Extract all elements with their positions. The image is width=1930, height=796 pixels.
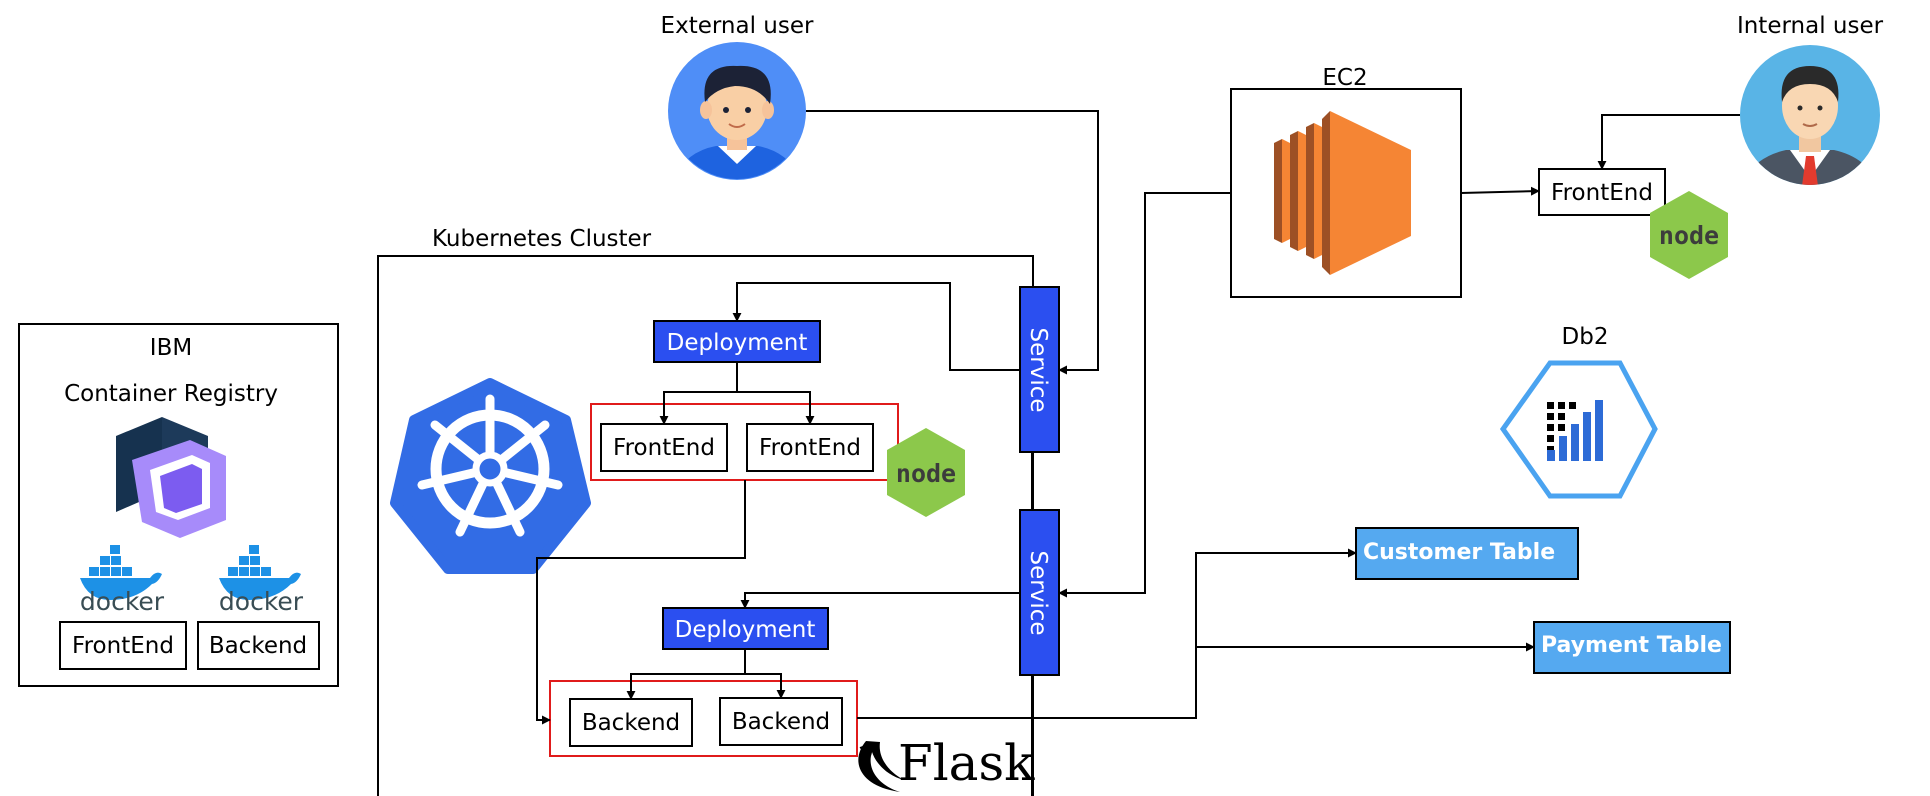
backend-pod-label: Backend: [732, 709, 830, 735]
ec2-frontend: [1538, 168, 1666, 216]
ec2-icon: [1274, 111, 1411, 275]
connectors: [536, 110, 1740, 796]
connector-external-user-to-service: [806, 110, 1099, 375]
internal-user-label: Internal user: [1737, 13, 1884, 39]
ec2-frontend-label: FrontEnd: [1551, 180, 1653, 206]
backend-service-label: Service: [1025, 550, 1051, 635]
customer-table-label: Customer Table: [1363, 540, 1555, 565]
frontend-pod-label: FrontEnd: [759, 435, 861, 461]
db2-label: Db2: [1562, 324, 1609, 350]
ec2-label: EC2: [1322, 65, 1367, 91]
db2-icon: [1499, 360, 1658, 499]
connector-deployment-to-pod: [737, 391, 815, 425]
connector-deployment-to-pod: [745, 673, 786, 699]
nodejs-icon: node: [1650, 191, 1728, 279]
backend-deployment-label: Deployment: [675, 617, 816, 643]
registry-title: IBM: [150, 335, 192, 361]
connector-ec2-to-frontend: [1460, 186, 1540, 196]
frontend-service-label: Service: [1025, 327, 1051, 412]
connector-frontend-to-backend: [536, 480, 746, 725]
kubernetes-icon: [390, 378, 591, 574]
registry-frontend-label: FrontEnd: [72, 633, 174, 659]
cluster-label: Kubernetes Cluster: [432, 226, 652, 252]
internal-user-avatar: [1740, 45, 1880, 185]
flask-icon: Flask: [858, 734, 1035, 792]
registry-frontend-image: [59, 621, 187, 670]
docker-label: docker: [219, 587, 304, 616]
customer-table: [1355, 527, 1579, 580]
docker-icon: docker: [80, 545, 165, 616]
registry-backend-label: Backend: [209, 633, 307, 659]
container-registry-icon: [116, 417, 226, 538]
docker-icon: docker: [219, 545, 304, 616]
connector-service-to-backend-deployment: [740, 592, 1020, 609]
frontend-deployment-label: Deployment: [667, 330, 808, 356]
frontend-pod-label: FrontEnd: [613, 435, 715, 461]
backend-deployment: [662, 607, 829, 650]
frontend-service: [1019, 286, 1060, 453]
backend-pod: [569, 698, 693, 747]
nodejs-icon: node: [887, 428, 965, 517]
external-user-avatar: [668, 42, 806, 180]
connector-deployment-to-pod: [659, 362, 738, 425]
connector-internal-user-to-frontend: [1597, 114, 1740, 170]
nodejs-logo-text: node: [1659, 221, 1719, 250]
kubernetes-cluster: Kubernetes Cluster Deployment FrontEnd F…: [377, 226, 1060, 796]
connector-ec2-to-backend-service: [1058, 192, 1231, 598]
connector-backend-to-customer-table: [857, 548, 1357, 719]
frontend-pod: [746, 423, 874, 472]
backend-pod-label: Backend: [582, 710, 680, 736]
container-registry-panel: IBM Container Registry docker: [18, 323, 339, 687]
frontend-deployment: [653, 320, 821, 363]
flask-label: Flask: [898, 734, 1035, 792]
external-user-label: External user: [661, 13, 814, 39]
nodejs-logo-text: node: [896, 459, 956, 488]
connector-service-to-frontend-deployment: [732, 282, 1020, 371]
backend-service: [1019, 509, 1060, 676]
registry-backend-image: [197, 621, 320, 670]
payment-table-label: Payment Table: [1541, 633, 1722, 658]
registry-subtitle: Container Registry: [64, 381, 278, 407]
docker-label: docker: [80, 587, 165, 616]
connector-deployment-to-pod: [626, 649, 746, 700]
backend-pod: [719, 697, 843, 746]
payment-table: [1533, 621, 1731, 674]
